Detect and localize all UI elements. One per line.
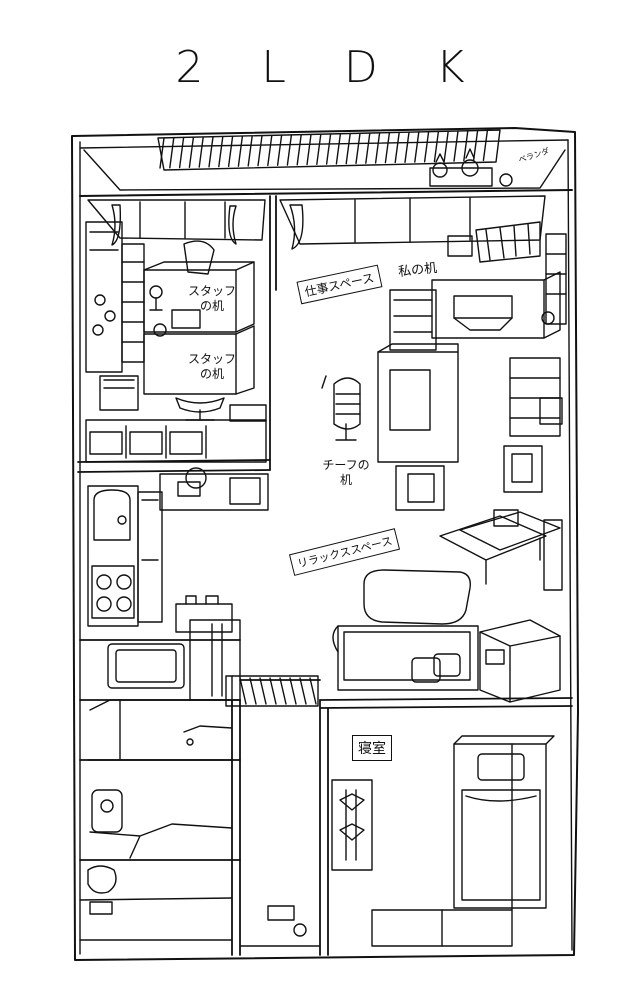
veranda-railing-slats: [159, 129, 489, 169]
staff-desk-2: [143, 325, 255, 395]
railing-slat: [306, 133, 312, 166]
entrance-step: [249, 677, 257, 705]
railing-slat: [316, 133, 322, 166]
railing-slat: [453, 130, 459, 162]
my-desk: [431, 221, 561, 339]
railing-slat: [286, 134, 293, 166]
staff-desk-1: [143, 261, 255, 333]
entrance-step: [269, 677, 277, 705]
railing-slat: [159, 137, 165, 169]
railing-slat: [237, 135, 244, 167]
railing-slat: [169, 137, 175, 169]
railing-slat: [296, 134, 302, 166]
railing-slat: [365, 132, 371, 164]
label-bedroom: 寝室: [352, 735, 392, 761]
entrance-step: [289, 677, 297, 705]
railing-slat: [267, 134, 273, 167]
interior-walls: [77, 195, 573, 956]
plan-title: 2LDK: [175, 42, 523, 93]
railing-slat: [218, 135, 224, 168]
veranda-plants: [429, 148, 513, 187]
entrance: [225, 675, 321, 947]
veranda: [79, 129, 573, 197]
entrance-step: [299, 677, 307, 705]
railing-slat: [374, 132, 381, 164]
label-my-desk: 私の机: [397, 260, 438, 280]
staff-chairs: [149, 240, 267, 422]
railing-slat: [394, 131, 400, 164]
railing-slat: [443, 130, 449, 163]
chief-chair: [321, 375, 361, 441]
railing-slat: [404, 131, 410, 163]
washroom: [79, 643, 233, 941]
outer-walls: [71, 127, 579, 961]
left-room-window: [87, 199, 266, 246]
railing-slat: [208, 136, 214, 168]
railing-slat: [227, 135, 234, 168]
railing-slat: [384, 132, 391, 164]
railing-slat: [482, 129, 489, 162]
relax-side-box: [479, 619, 561, 703]
railing-slat: [257, 135, 263, 167]
kitchen-counter: [87, 485, 163, 627]
chief-desk: [377, 289, 459, 511]
entrance-step: [259, 677, 267, 705]
railing-slat: [276, 134, 283, 166]
railing-slat: [188, 136, 195, 169]
railing-slat: [335, 133, 342, 165]
railing-slat: [198, 136, 204, 168]
relax-sofa: [332, 569, 479, 691]
entrance-step: [239, 677, 247, 705]
railing-slat: [423, 131, 430, 163]
label-chief-desk: チーフの机: [322, 458, 370, 487]
railing-slat: [345, 132, 351, 165]
kitchen-shelf: [159, 467, 269, 633]
entrance-step: [279, 677, 287, 705]
railing-slat: [433, 130, 440, 163]
railing-slat: [325, 133, 332, 165]
railing-slat: [355, 132, 361, 165]
railing-slat: [463, 130, 469, 162]
label-staff-desk-1: スタッフの机: [187, 284, 236, 313]
right-room-window: [279, 195, 546, 250]
right-wall-shelves: [503, 233, 567, 591]
left-bookshelf: [85, 221, 267, 463]
bedroom-closet: [331, 743, 513, 947]
railing-slat: [178, 136, 185, 169]
railing-slat: [472, 129, 479, 162]
railing-slat: [414, 131, 420, 163]
railing-slat: [247, 135, 253, 167]
easel-table: [439, 509, 561, 585]
bedroom-bed: [453, 735, 555, 909]
label-staff-desk-2: スタッフの机: [187, 352, 236, 381]
entrance-step: [309, 677, 317, 705]
